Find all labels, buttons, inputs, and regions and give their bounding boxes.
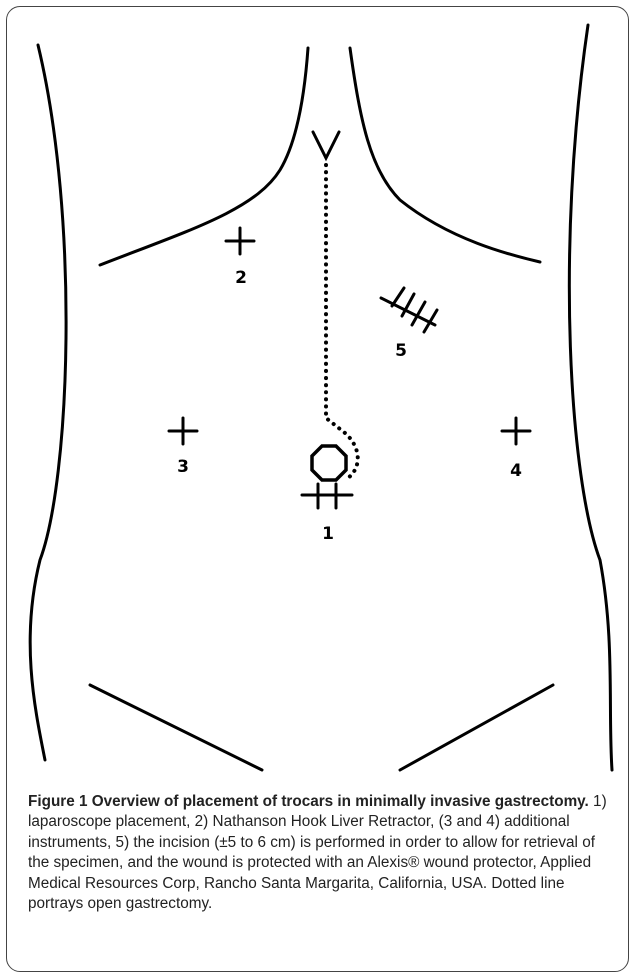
caption-body: 1) laparoscope placement, 2) Nathanson H… <box>28 793 607 912</box>
trocar-4-mark <box>502 418 530 444</box>
xiphoid-mark <box>313 132 339 158</box>
trocar-3-mark <box>169 418 197 444</box>
figure-caption: Figure 1 Overview of placement of trocar… <box>28 792 618 914</box>
left-body-contour <box>30 45 66 760</box>
trocar-2-mark <box>226 228 254 254</box>
open-gastrectomy-dotted-line <box>326 165 358 480</box>
right-body-contour <box>569 25 612 770</box>
trocar-3-label: 3 <box>177 457 189 477</box>
trocar-1-mark <box>302 484 352 508</box>
abdomen-diagram: 1 2 3 4 5 <box>0 0 637 790</box>
right-rib-arch <box>350 48 540 262</box>
trocar-1-label: 1 <box>322 524 334 544</box>
trocar-4-label: 4 <box>510 461 522 481</box>
left-inguinal-line <box>90 685 262 770</box>
trocar-2-label: 2 <box>235 268 247 288</box>
right-inguinal-line <box>400 685 553 770</box>
left-rib-arch <box>100 48 308 265</box>
caption-title: Figure 1 Overview of placement of trocar… <box>28 793 589 810</box>
laparoscope-port-octagon <box>312 446 346 480</box>
incision-5-label: 5 <box>395 341 407 361</box>
incision-5-mark <box>381 288 437 332</box>
